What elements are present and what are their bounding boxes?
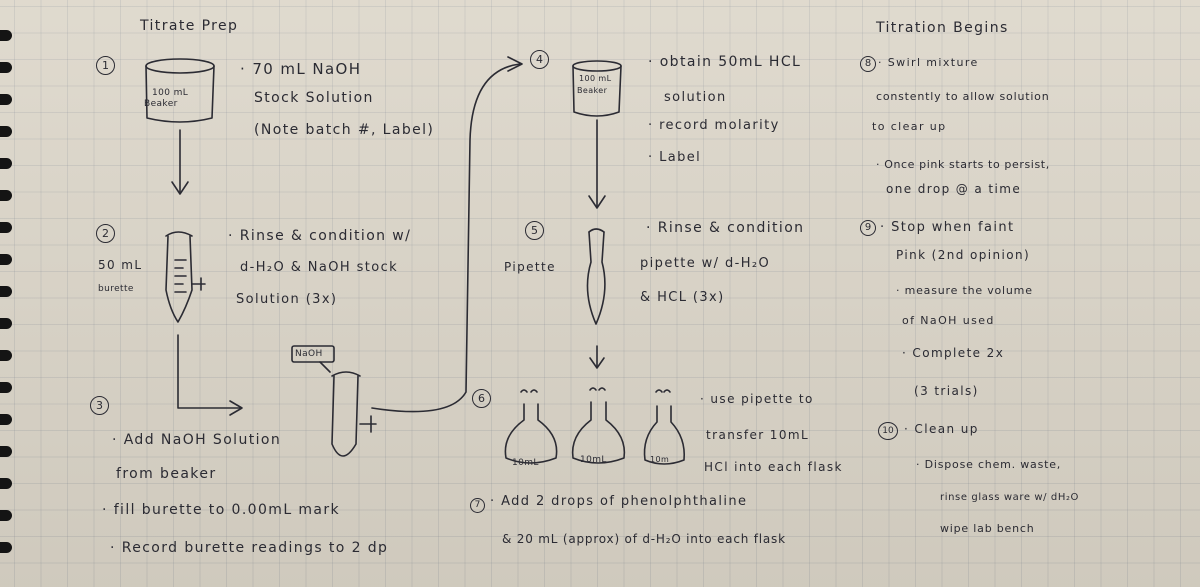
step-5-note: pipette w/ d-H₂O [640,256,771,271]
binding-hole [0,30,12,41]
binding-hole [0,94,12,105]
pipette-icon [586,228,606,325]
step-8-number: 8 [860,56,876,72]
binding-hole [0,414,12,425]
binding-hole [0,542,12,553]
step-6-number: 6 [472,389,491,408]
step-8-note: to clear up [872,120,947,133]
arrow-down-icon [589,345,605,369]
step-5-number: 5 [525,221,544,240]
burette-label: burette [98,284,134,294]
beaker-label: 100 mL [152,88,189,98]
erlenmeyer-flask-icon [504,389,558,464]
step-3-number: 3 [90,396,109,415]
step-9-number: 9 [860,220,876,236]
binding-hole [0,190,12,201]
step-3-note: · Add NaOH Solution [112,432,282,448]
step-5-note: & HCL (3x) [640,290,725,305]
step-10-note: · Clean up [904,422,979,436]
step-2-number: 2 [96,224,115,243]
binding-hole [0,350,12,361]
arrow-down-icon [171,129,189,195]
step-2-note: Solution (3x) [236,292,338,307]
step-9-note: of NaOH used [902,314,995,327]
beaker-icon [145,58,215,123]
step-4-note: solution [664,90,727,105]
binding-hole [0,222,12,233]
step-3-note: · Record burette readings to 2 dp [110,540,389,556]
pipette-label: Pipette [504,260,556,274]
step-8-note: constently to allow solution [876,90,1050,103]
arrow-down-icon [588,119,606,209]
arrow-connector-icon [371,56,523,413]
binding-hole [0,446,12,457]
flask-label: 10mL [512,458,539,468]
binding-hole [0,62,12,73]
prep-section-title: Titrate Prep [140,18,239,34]
beaker-label: 100 mL [579,74,612,83]
step-7-number: 7 [470,498,485,513]
titration-section-title: Titration Begins [876,20,1009,36]
step-6-note: HCl into each flask [704,460,843,474]
step-8-note: one drop @ a time [886,182,1022,196]
arrow-right-icon [177,334,243,416]
binding-hole [0,510,12,521]
binding-hole [0,286,12,297]
step-7-note: · Add 2 drops of phenolphthaline [490,494,748,509]
step-6-note: · use pipette to [700,392,814,406]
naoh-tag-label: NaOH [295,349,323,359]
step-8-note: · Swirl mixture [878,56,979,69]
step-1-number: 1 [96,56,115,75]
binding-hole [0,478,12,489]
step-9-note: · measure the volume [896,284,1033,297]
step-9-note: Pink (2nd opinion) [896,248,1031,262]
step-2-note: · Rinse & condition w/ [228,228,412,244]
step-9-note: (3 trials) [914,384,979,398]
beaker-icon [572,60,622,117]
step-9-note: · Complete 2x [902,346,1005,360]
burette-icon [165,231,206,323]
burette-volume-label: 50 mL [98,258,143,272]
erlenmeyer-flask-icon [571,387,626,464]
step-4-note: · record molarity [648,118,780,133]
binding-hole [0,126,12,137]
step-10-note: · Dispose chem. waste, [916,458,1062,471]
step-9-note: · Stop when faint [880,220,1015,235]
step-8-note: · Once pink starts to persist, [876,158,1050,171]
beaker-label: Beaker [577,86,608,95]
step-1-note: (Note batch #, Label) [254,122,435,138]
naoh-burette-icon [291,345,377,457]
step-5-note: · Rinse & condition [646,220,805,236]
step-10-number: 10 [878,422,898,440]
step-2-note: d-H₂O & NaOH stock [240,260,399,275]
beaker-label: Beaker [144,99,178,109]
step-1-note: Stock Solution [254,90,374,106]
step-4-number: 4 [530,50,549,69]
step-10-note: rinse glass ware w/ dH₂O [940,492,1080,503]
step-1-note: · 70 mL NaOH [240,60,362,78]
step-7-note: & 20 mL (approx) of d-H₂O into each flas… [502,532,786,546]
flask-label: 10m [650,455,670,464]
erlenmeyer-flask-icon [643,389,686,465]
step-4-note: · obtain 50mL HCL [648,54,802,70]
step-3-note: from beaker [116,466,217,482]
binding-hole [0,158,12,169]
step-10-note: wipe lab bench [940,522,1035,535]
binding-hole [0,318,12,329]
step-6-note: transfer 10mL [706,428,810,442]
binding-hole [0,382,12,393]
step-3-note: · fill burette to 0.00mL mark [102,502,341,518]
step-4-note: · Label [648,150,702,165]
binding-hole [0,254,12,265]
flask-label: 10mL [580,455,607,465]
